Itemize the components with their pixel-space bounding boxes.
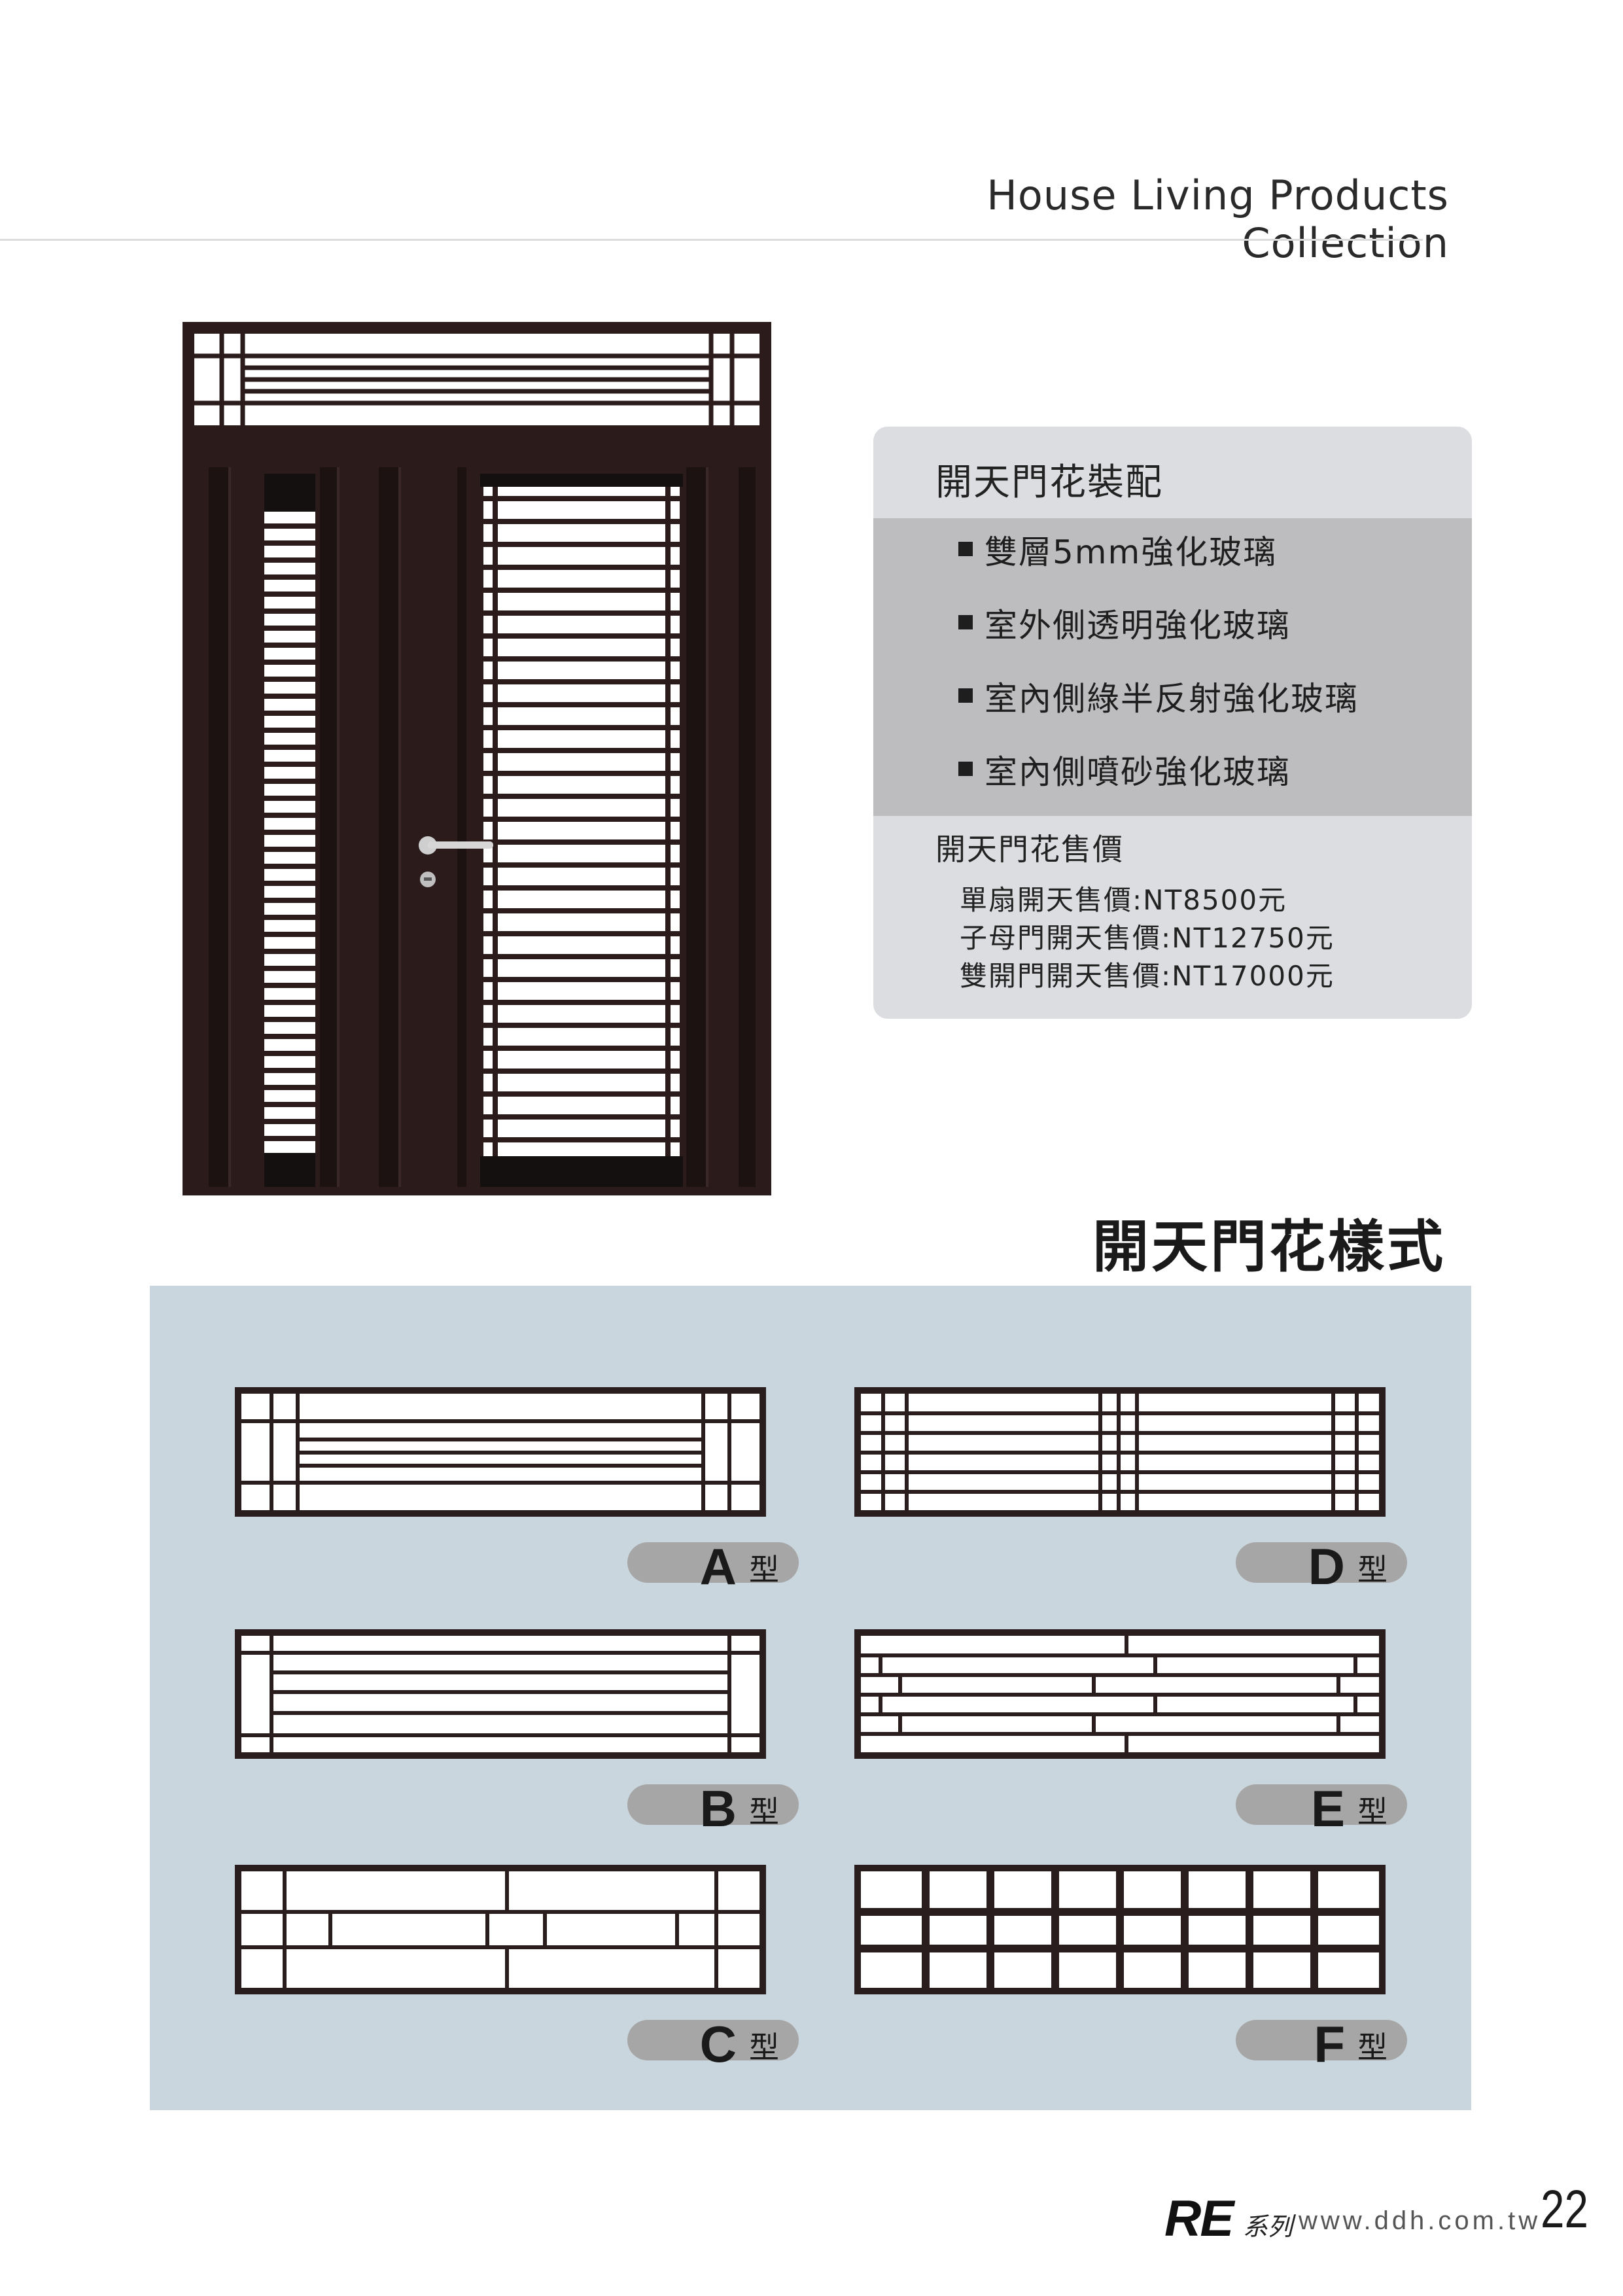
style-label-d: D 型 xyxy=(1236,1538,1407,1595)
header-title: House Living Products Collection xyxy=(986,171,1449,267)
bullet-icon xyxy=(958,542,973,556)
series-suffix: 系列 xyxy=(1243,2212,1293,2241)
spec-band: 雙層5mm強化玻璃 室外側透明強化玻璃 室內側綠半反射強化玻璃 室內側噴砂強化玻… xyxy=(873,518,1472,816)
bullet-icon xyxy=(958,762,973,776)
pattern-e xyxy=(854,1629,1386,1759)
pattern-c xyxy=(235,1865,766,1994)
spec-item: 室內側綠半反射強化玻璃 xyxy=(985,680,1359,718)
bullet-icon xyxy=(958,688,973,703)
style-label-e: E 型 xyxy=(1236,1780,1407,1837)
spec-panel: 開天門花裝配 雙層5mm強化玻璃 室外側透明強化玻璃 室內側綠半反射強化玻璃 室… xyxy=(873,427,1472,1019)
spec-item: 雙層5mm強化玻璃 xyxy=(985,533,1278,571)
spec-item: 室內側噴砂強化玻璃 xyxy=(985,753,1291,791)
price-line: 雙開門開天售價:NT17000元 xyxy=(960,960,1335,992)
styles-heading: 開天門花樣式 xyxy=(1092,1214,1446,1280)
pattern-f xyxy=(854,1865,1386,1994)
pattern-b xyxy=(235,1629,766,1759)
pattern-a xyxy=(235,1387,766,1517)
door-illustration xyxy=(183,322,771,1195)
spec-item: 室外側透明強化玻璃 xyxy=(985,607,1291,645)
spec-title: 開天門花裝配 xyxy=(935,461,1163,504)
price-title: 開天門花售價 xyxy=(935,832,1124,867)
header-divider xyxy=(0,239,1423,241)
style-label-c: C 型 xyxy=(627,2015,799,2073)
website-url: www.ddh.com.tw xyxy=(1299,2206,1541,2235)
style-label-f: F 型 xyxy=(1236,2015,1407,2073)
style-panel: A 型 B 型 C 型 xyxy=(150,1286,1471,2110)
bullet-icon xyxy=(958,615,973,629)
price-line: 單扇開天售價:NT8500元 xyxy=(960,884,1287,916)
series-logo: RE xyxy=(1164,2189,1234,2247)
style-label-a: A 型 xyxy=(627,1538,799,1595)
page-number: 22 xyxy=(1541,2180,1588,2239)
pattern-d xyxy=(854,1387,1386,1517)
style-label-b: B 型 xyxy=(627,1780,799,1837)
price-line: 子母門開天售價:NT12750元 xyxy=(960,922,1335,954)
